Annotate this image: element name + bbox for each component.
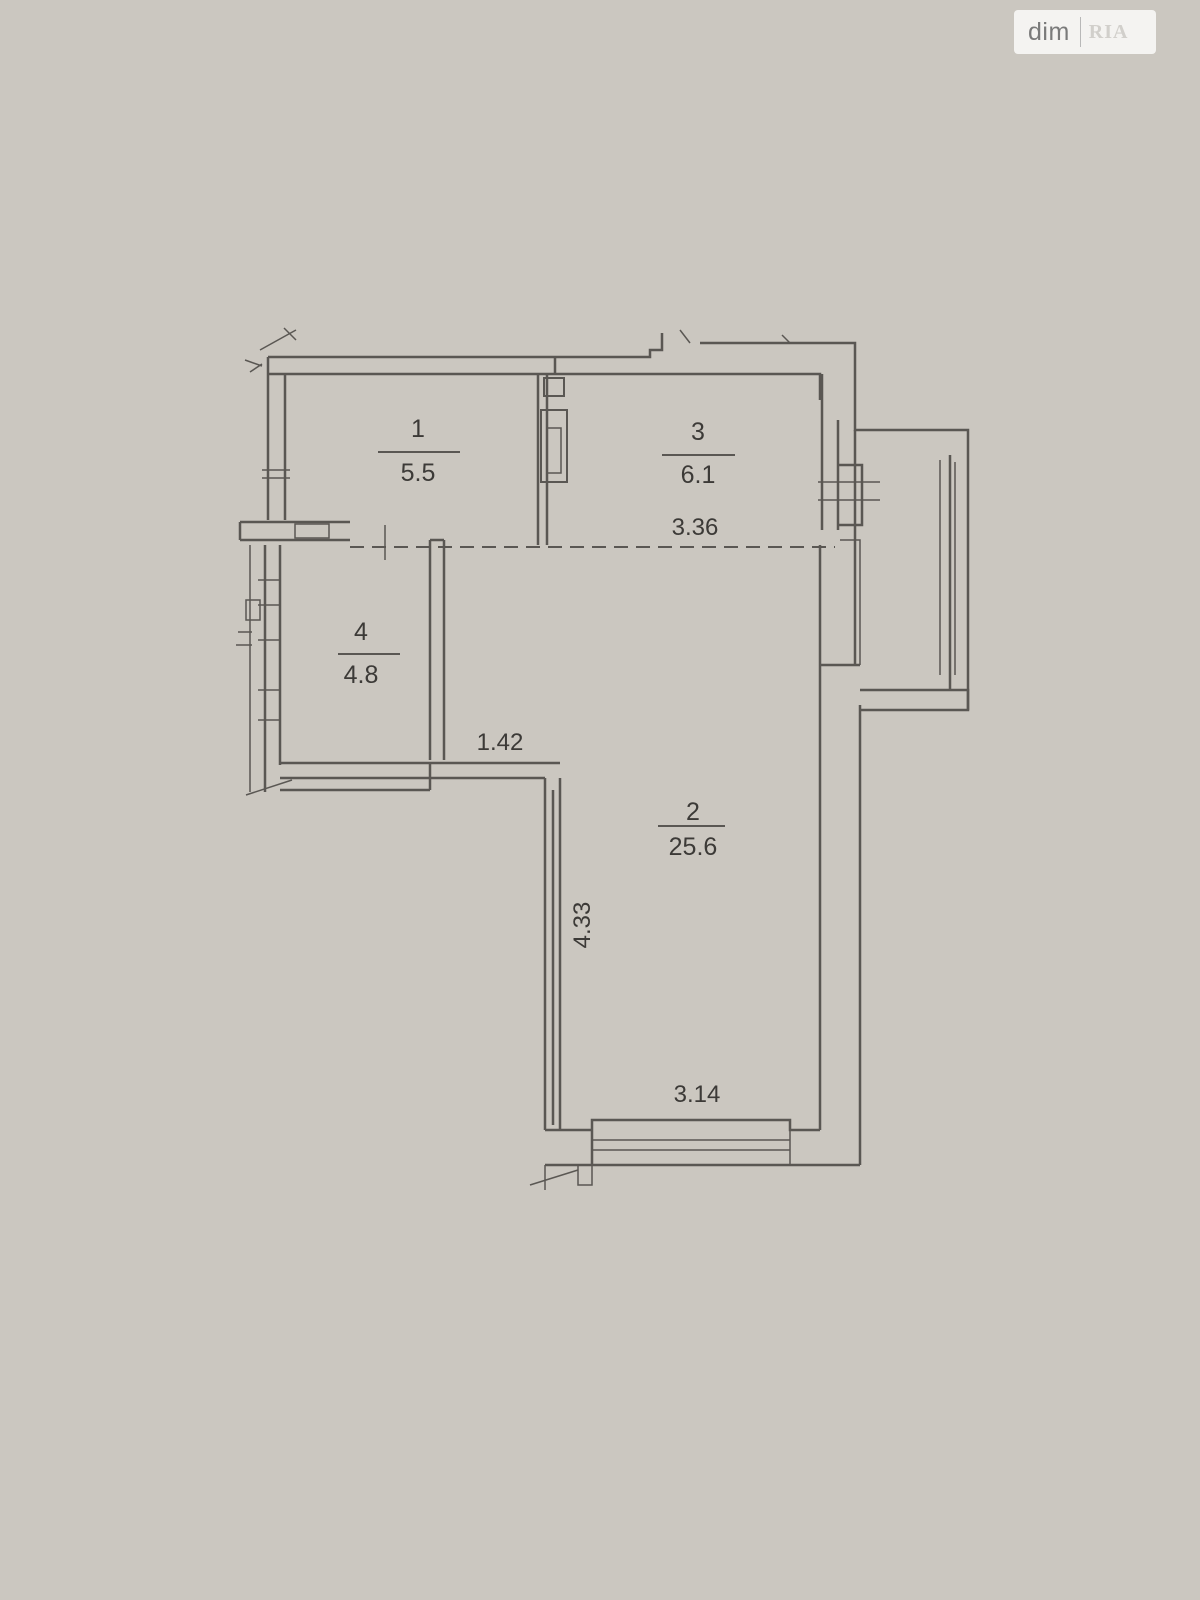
watermark-divider <box>1079 17 1081 47</box>
room-number: 4 <box>354 618 368 646</box>
dimension-living-width: 3.14 <box>674 1081 721 1108</box>
watermark-logo: RIA <box>1088 20 1129 43</box>
room-2-label: 2 25.6 <box>669 798 718 861</box>
room-number: 2 <box>686 798 700 826</box>
room-4-label: 4 4.8 <box>344 618 379 689</box>
dimension-living-length: 4.33 <box>569 902 596 949</box>
watermark-brand: dim <box>1028 17 1070 46</box>
room-area: 6.1 <box>681 461 716 489</box>
room-1-label: 1 5.5 <box>401 415 436 487</box>
room-area: 25.6 <box>669 833 718 861</box>
room-number: 3 <box>691 418 705 446</box>
room-number: 1 <box>411 415 425 443</box>
walls <box>236 327 970 1190</box>
site-watermark: dim RIA <box>1014 10 1156 54</box>
dimension-hall-width: 1.42 <box>477 729 524 756</box>
dimension-kitchen-width: 3.36 <box>672 514 719 541</box>
room-3-label: 3 6.1 <box>681 418 716 489</box>
room-area: 4.8 <box>344 661 379 689</box>
room-area: 5.5 <box>401 459 436 487</box>
